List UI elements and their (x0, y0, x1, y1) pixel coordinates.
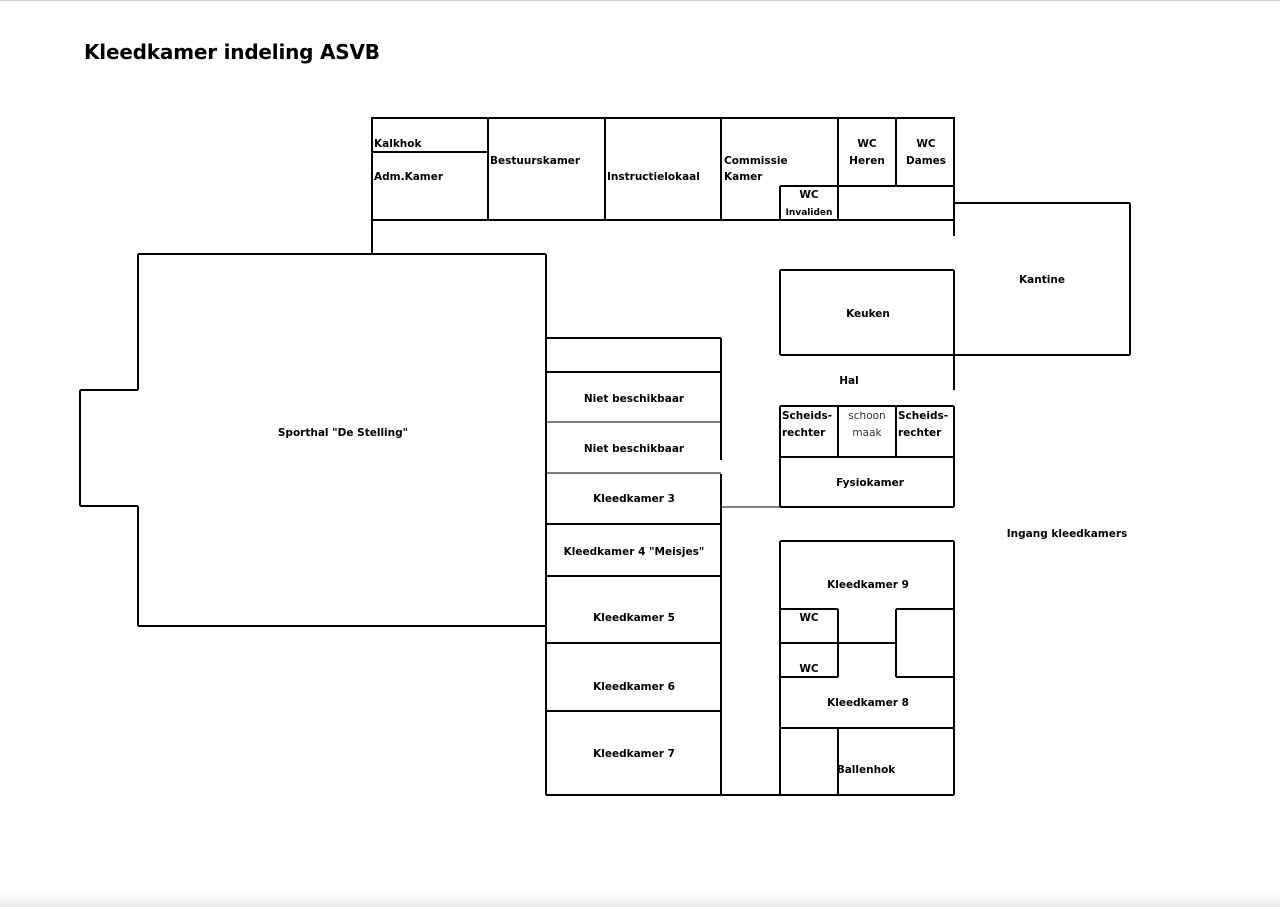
room-label-ballenhok: Ballenhok (837, 764, 897, 776)
floor-plan-walls (79, 117, 1131, 796)
room-label-bestuurskamer: Bestuurskamer (490, 155, 581, 167)
room-label-kalkhok: Kalkhok (374, 138, 422, 150)
room-label-scheidsrechter-1a: Scheids- (782, 410, 832, 422)
room-label-dames: Dames (906, 155, 946, 167)
top-border (0, 0, 1280, 1)
room-label-scheidsrechter-1b: rechter (782, 427, 826, 439)
room-label-invaliden: Invaliden (786, 208, 833, 218)
room-label-wc-dames: WC (916, 138, 936, 150)
room-label-adm-kamer: Adm.Kamer (374, 171, 444, 183)
room-label-kleedkamer-3: Kleedkamer 3 (593, 493, 675, 505)
room-label-kleedkamer-6: Kleedkamer 6 (593, 681, 675, 693)
room-label-kleedkamer-9: Kleedkamer 9 (827, 579, 909, 591)
viewer-bottom-bar (0, 893, 1280, 907)
room-label-niet-beschikbaar-2: Niet beschikbaar (584, 443, 685, 455)
room-label-commissie: Commissie (724, 155, 788, 167)
room-label-wc-8: WC (799, 663, 819, 675)
room-label-sporthal: Sporthal "De Stelling" (278, 427, 408, 439)
room-label-keuken: Keuken (846, 308, 890, 320)
room-label-fysiokamer: Fysiokamer (836, 477, 905, 489)
room-label-kleedkamer-5: Kleedkamer 5 (593, 612, 675, 624)
room-label-wc-invaliden: WC (799, 189, 819, 201)
room-label-scheidsrechter-2a: Scheids- (898, 410, 948, 422)
top-row-outline (371, 117, 955, 221)
label-ingang-kleedkamers: Ingang kleedkamers (1007, 528, 1128, 540)
room-label-schoonmaak-a: schoon (848, 410, 885, 422)
room-label-instructielokaal: Instructielokaal (607, 171, 700, 183)
floor-plan-thin-walls (372, 219, 954, 508)
room-label-kleedkamer-4: Kleedkamer 4 "Meisjes" (564, 546, 705, 558)
room-label-hal: Hal (839, 375, 858, 387)
room-label-wc-9: WC (799, 612, 819, 624)
room-label-kantine: Kantine (1019, 274, 1065, 286)
room-label-kleedkamer-7: Kleedkamer 7 (593, 748, 675, 760)
room-label-niet-beschikbaar-1: Niet beschikbaar (584, 393, 685, 405)
page-title: Kleedkamer indeling ASVB (84, 40, 380, 64)
room-label-kleedkamer-8: Kleedkamer 8 (827, 697, 909, 709)
room-label-scheidsrechter-2b: rechter (898, 427, 942, 439)
room-label-wc-heren: WC (857, 138, 877, 150)
room-label-schoonmaak-b: maak (852, 427, 882, 439)
room-label-kamer: Kamer (724, 171, 763, 183)
room-label-heren: Heren (849, 155, 885, 167)
